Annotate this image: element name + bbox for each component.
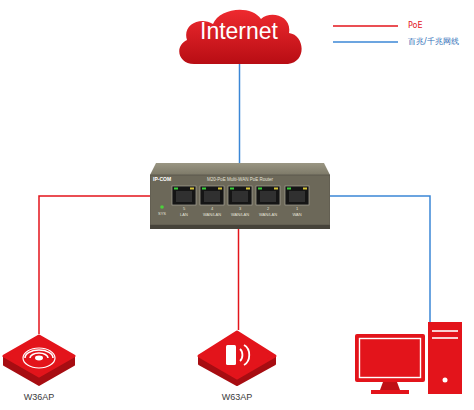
wall-plate (226, 345, 236, 365)
ethernet-port (256, 186, 280, 205)
poe-router-outline (150, 163, 330, 229)
ap-dot (35, 356, 43, 361)
port-led (218, 188, 222, 190)
router-marking: 1 (296, 207, 298, 211)
router-marking: 3 (239, 207, 241, 211)
monitor-stand (380, 382, 400, 390)
port-led (246, 188, 250, 190)
monitor-base (371, 390, 409, 394)
cable-connector (239, 64, 241, 163)
access-point: W63AP (196, 330, 278, 406)
cloud-label: Internet (172, 20, 306, 43)
legend-line (333, 25, 398, 27)
router-marking: LAN (180, 213, 188, 217)
computer-icon (355, 322, 462, 394)
cable-connector (238, 229, 240, 330)
legend-text: 百兆/千兆网线 (408, 36, 459, 47)
monitor (355, 334, 425, 382)
port-led (202, 188, 206, 190)
port-socket (260, 191, 276, 202)
tile-top (4, 336, 74, 376)
router-base (150, 225, 330, 229)
router-marking: SYS (158, 212, 166, 216)
internet-cloud: Internet (172, 4, 306, 64)
network-cable (330, 196, 430, 322)
port-socket (232, 191, 248, 202)
device-label: W36AP (2, 393, 76, 402)
status-led (160, 205, 164, 209)
wifi-wave (240, 349, 242, 361)
router-marking: 2 (267, 207, 269, 211)
drive-bay (432, 330, 458, 332)
router-marking: WAN (292, 213, 301, 217)
wifi-wave (30, 353, 48, 358)
port-socket (204, 191, 220, 202)
legend-text: PoE (408, 21, 423, 30)
power-button (443, 378, 448, 383)
wifi-wave (25, 350, 53, 358)
device-label: W63AP (196, 393, 278, 402)
ethernet-port (285, 186, 309, 205)
router-marking: WAN/LAN (259, 213, 277, 217)
ethernet-port (200, 186, 224, 205)
access-point: W36AP (2, 334, 76, 406)
monitor-screen (360, 339, 421, 378)
drive-bay (432, 337, 458, 339)
poe-router: IP-COM M20-PoE Multi-WAN PoE RouterSYS 5LA… (150, 163, 330, 229)
tile-top (199, 332, 275, 378)
ap-ring (23, 348, 55, 368)
legend-line-sample (333, 24, 398, 28)
router-marking: WAN/LAN (231, 213, 249, 217)
access-point-outline (2, 334, 76, 386)
cable-connector (39, 196, 150, 334)
router-marking: IP-COM (153, 177, 171, 182)
access-point-outline (196, 330, 278, 386)
router-marking: WAN/LAN (203, 213, 221, 217)
router-marking: M20-PoE Multi-WAN PoE Router (207, 178, 273, 183)
router-marking: 4 (211, 207, 213, 211)
port-socket (176, 191, 192, 202)
port-led (190, 188, 194, 190)
port-socket (289, 191, 305, 202)
pc-tower (428, 322, 462, 394)
ethernet-port (228, 186, 252, 205)
wifi-wave (244, 345, 249, 365)
legend-line (333, 41, 398, 43)
ethernet-port (172, 186, 196, 205)
router-front (150, 175, 330, 225)
legend-entry: PoE (333, 21, 423, 30)
legend-entry: 百兆/千兆网线 (333, 36, 459, 47)
port-led (258, 188, 262, 190)
router-marking: 5 (183, 207, 185, 211)
legend-line-sample (333, 40, 398, 44)
router-top (150, 163, 330, 175)
port-led (287, 188, 291, 190)
port-led (174, 188, 178, 190)
port-led (274, 188, 278, 190)
port-led (303, 188, 307, 190)
port-led (230, 188, 234, 190)
